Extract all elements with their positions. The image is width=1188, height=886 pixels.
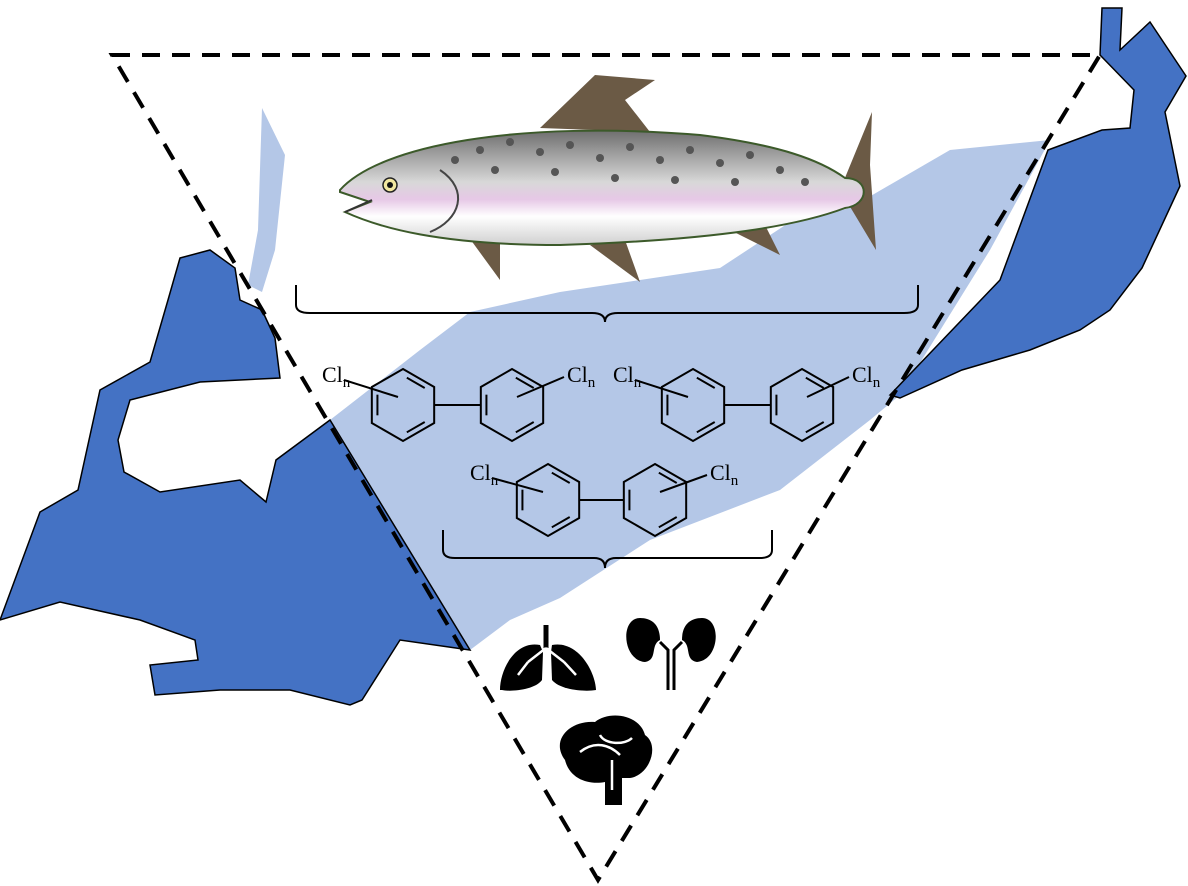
element-symbol: Cl <box>852 362 873 387</box>
chlorine-label: Cln <box>322 362 351 391</box>
substituent-bond <box>634 379 689 398</box>
double-bond <box>658 516 678 529</box>
subscript-n: n <box>343 375 351 391</box>
subscript-n: n <box>873 375 881 391</box>
chlorine-label: Cln <box>613 362 642 391</box>
substituent-bond <box>516 376 565 398</box>
phenyl-ring <box>515 462 581 538</box>
double-bond <box>805 421 825 434</box>
double-bond <box>515 376 535 389</box>
element-symbol: Cl <box>470 460 491 485</box>
double-bond <box>696 376 716 389</box>
chlorine-label: Cln <box>852 362 881 391</box>
subscript-n: n <box>588 375 596 391</box>
subscript-n: n <box>731 473 739 489</box>
pcb-structures <box>343 367 850 538</box>
element-symbol: Cl <box>710 460 731 485</box>
brain-icon <box>559 715 653 805</box>
phenyl-ring <box>660 367 726 443</box>
food-web-triangle <box>108 53 1104 884</box>
subscript-n: n <box>491 473 499 489</box>
phenyl-ring <box>769 367 835 443</box>
double-bond <box>406 421 426 434</box>
substituent-bond <box>343 379 399 398</box>
double-bond <box>406 376 426 389</box>
substituent-bond <box>491 477 544 493</box>
double-bond <box>696 421 716 434</box>
chlorine-label: Cln <box>710 460 739 489</box>
chlorine-label: Cln <box>567 362 596 391</box>
chlorine-label: Cln <box>470 460 499 489</box>
subscript-n: n <box>634 375 642 391</box>
top-brace <box>295 285 919 323</box>
double-bond <box>805 376 825 389</box>
lake-dark <box>0 7 1187 706</box>
lungs-icon <box>500 625 596 691</box>
lake-light <box>248 108 1050 650</box>
element-symbol: Cl <box>613 362 634 387</box>
phenyl-ring <box>370 367 436 443</box>
substituent-bond <box>806 376 850 398</box>
double-bond <box>551 471 571 484</box>
phenyl-ring <box>479 367 545 443</box>
element-symbol: Cl <box>322 362 343 387</box>
bottom-brace <box>442 530 773 569</box>
double-bond <box>658 471 678 484</box>
substituent-bond <box>659 474 708 493</box>
double-bond <box>551 516 571 529</box>
fish-icon <box>339 75 876 282</box>
double-bond <box>515 421 535 434</box>
kidneys-icon <box>626 618 716 690</box>
element-symbol: Cl <box>567 362 588 387</box>
